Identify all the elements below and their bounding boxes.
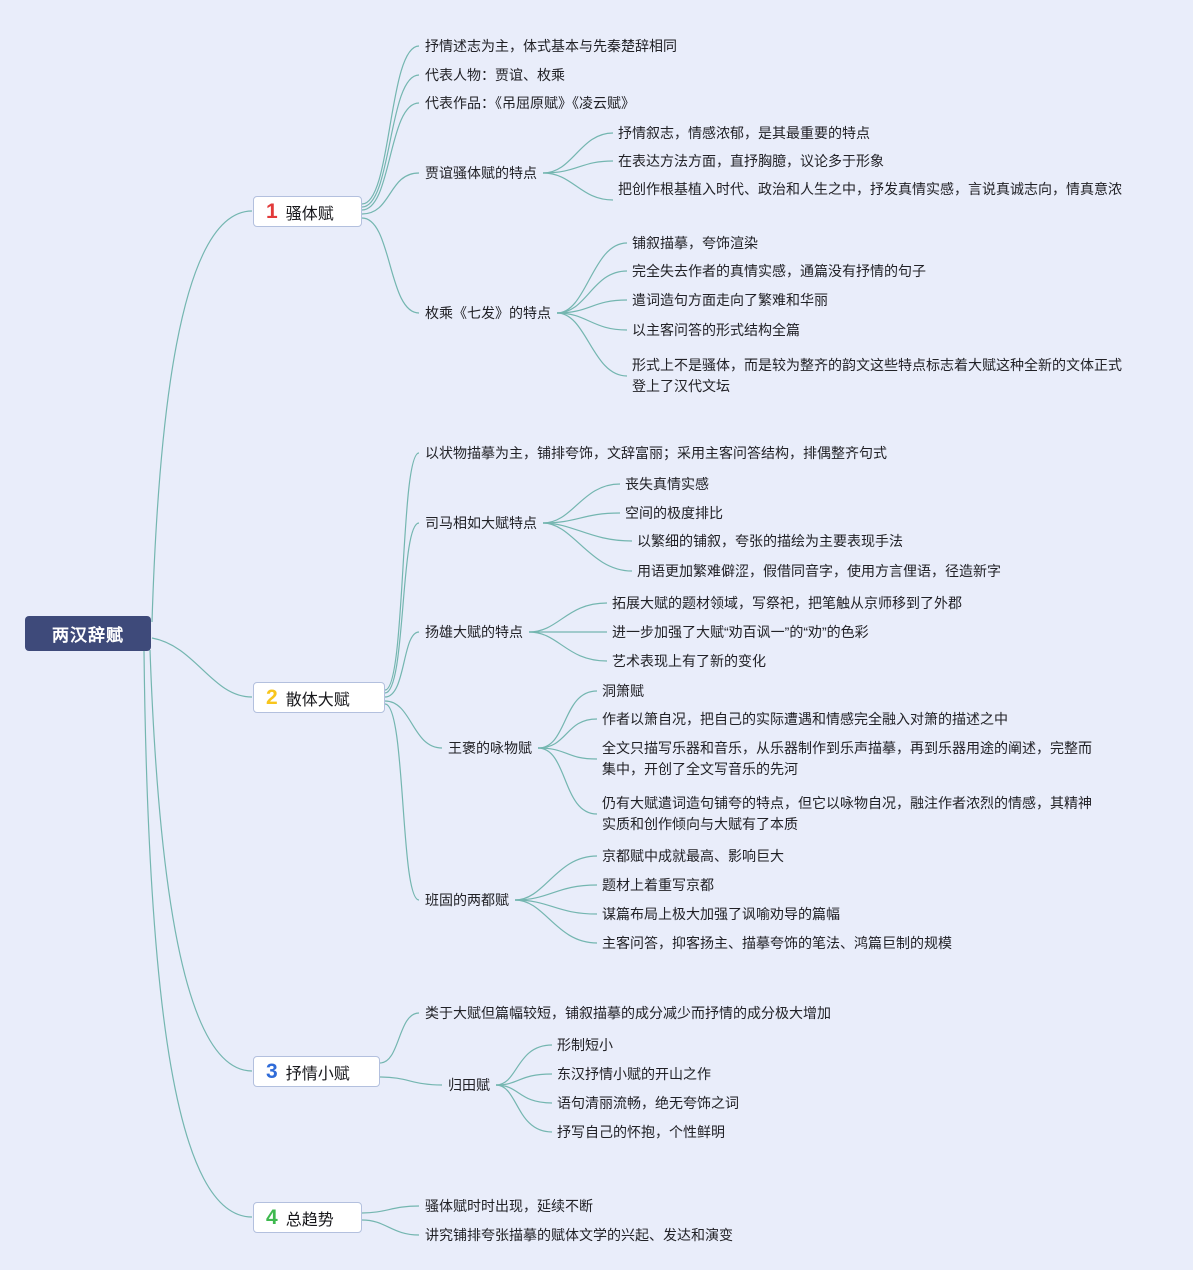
branch-2-node[interactable]: 2 散体大赋 (253, 682, 385, 713)
detail-node[interactable]: 谋篇布局上极大加强了讽喻劝导的篇幅 (602, 906, 840, 922)
topic-node[interactable]: 班固的两都赋 (425, 892, 509, 908)
detail-node[interactable]: 语句清丽流畅，绝无夸饰之词 (557, 1095, 739, 1111)
detail-node[interactable]: 用语更加繁难僻涩，假借同音字，使用方言俚语，径造新字 (637, 563, 1001, 579)
detail-node[interactable]: 代表人物：贾谊、枚乘 (425, 67, 565, 83)
topic-node[interactable]: 枚乘《七发》的特点 (425, 305, 551, 321)
topic-node[interactable]: 归田赋 (448, 1077, 490, 1093)
detail-node[interactable]: 京都赋中成就最高、影响巨大 (602, 848, 784, 864)
branch-1-label: 骚体赋 (285, 205, 334, 223)
detail-node[interactable]: 全文只描写乐器和音乐，从乐器制作到乐声描摹，再到乐器用途的阐述，完整而集中，开创… (602, 740, 1092, 777)
detail-node[interactable]: 空间的极度排比 (625, 505, 723, 521)
detail-node[interactable]: 代表作品：《吊屈原赋》《凌云赋》 (425, 95, 635, 111)
branch-3-label: 抒情小赋 (285, 1065, 350, 1083)
detail-node[interactable]: 东汉抒情小赋的开山之作 (557, 1066, 711, 1082)
topic-node[interactable]: 扬雄大赋的特点 (425, 624, 523, 640)
detail-node[interactable]: 进一步加强了大赋“劝百讽一”的“劝”的色彩 (612, 624, 869, 640)
detail-node[interactable]: 以繁细的铺叙，夸张的描绘为主要表现手法 (637, 533, 903, 549)
detail-node[interactable]: 类于大赋但篇幅较短，铺叙描摹的成分减少而抒情的成分极大增加 (425, 1005, 831, 1021)
detail-node[interactable]: 丧失真情实感 (625, 476, 709, 492)
root-node[interactable]: 两汉辞赋 (25, 616, 151, 651)
detail-node[interactable]: 抒写自己的怀抱，个性鲜明 (557, 1124, 725, 1140)
branch-1-number: 1 (266, 200, 278, 223)
detail-node[interactable]: 洞箫赋 (602, 683, 644, 699)
detail-node[interactable]: 题材上着重写京都 (602, 877, 714, 893)
detail-node[interactable]: 作者以箫自况，把自己的实际遭遇和情感完全融入对箫的描述之中 (602, 711, 1008, 727)
branch-3-node[interactable]: 3 抒情小赋 (253, 1056, 380, 1087)
detail-node[interactable]: 拓展大赋的题材领域，写祭祀，把笔触从京师移到了外郡 (612, 595, 962, 611)
branch-4-node[interactable]: 4 总趋势 (253, 1202, 362, 1233)
branch-2-number: 2 (266, 686, 278, 709)
branch-4-number: 4 (266, 1206, 278, 1229)
detail-node[interactable]: 铺叙描摹，夸饰渲染 (632, 235, 758, 251)
detail-node[interactable]: 抒情述志为主，体式基本与先秦楚辞相同 (425, 38, 677, 54)
topic-node[interactable]: 贾谊骚体赋的特点 (425, 165, 537, 181)
detail-node[interactable]: 形式上不是骚体，而是较为整齐的韵文这些特点标志着大赋这种全新的文体正式登上了汉代… (632, 357, 1122, 394)
detail-node[interactable]: 仍有大赋遣词造句铺夸的特点，但它以咏物自况，融注作者浓烈的情感，其精神实质和创作… (602, 795, 1092, 832)
connector-lines (143, 45, 633, 1236)
detail-node[interactable]: 骚体赋时时出现，延续不断 (425, 1198, 593, 1214)
topic-node[interactable]: 司马相如大赋特点 (425, 515, 537, 531)
branch-1-node[interactable]: 1 骚体赋 (253, 196, 362, 227)
detail-node[interactable]: 遣词造句方面走向了繁难和华丽 (632, 292, 828, 308)
detail-node[interactable]: 以主客问答的形式结构全篇 (632, 322, 800, 338)
detail-node[interactable]: 主客问答，抑客扬主、描摹夸饰的笔法、鸿篇巨制的规模 (602, 935, 952, 951)
detail-node[interactable]: 讲究铺排夸张描摹的赋体文学的兴起、发达和演变 (425, 1227, 733, 1243)
detail-node[interactable]: 把创作根基植入时代、政治和人生之中，抒发真情实感，言说真诚志向，情真意浓 (618, 181, 1122, 197)
detail-node[interactable]: 完全失去作者的真情实感，通篇没有抒情的句子 (632, 263, 926, 279)
branch-2-label: 散体大赋 (285, 691, 350, 709)
topic-node[interactable]: 王褒的咏物赋 (448, 740, 532, 756)
detail-node[interactable]: 抒情叙志，情感浓郁，是其最重要的特点 (618, 125, 870, 141)
detail-node[interactable]: 形制短小 (557, 1037, 613, 1053)
branch-3-number: 3 (266, 1060, 278, 1083)
detail-node[interactable]: 以状物描摹为主，铺排夸饰，文辞富丽；采用主客问答结构，排偶整齐句式 (425, 445, 887, 461)
detail-node[interactable]: 艺术表现上有了新的变化 (612, 653, 766, 669)
branch-4-label: 总趋势 (285, 1211, 334, 1229)
detail-node[interactable]: 在表达方法方面，直抒胸臆，议论多于形象 (618, 153, 884, 169)
